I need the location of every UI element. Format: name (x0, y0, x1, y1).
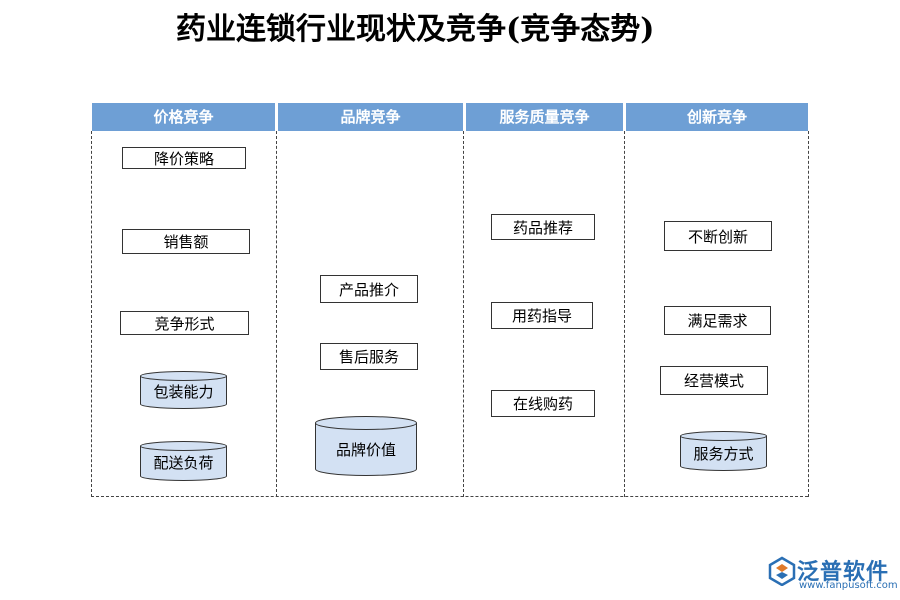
node-medication-guidance: 用药指导 (491, 302, 593, 329)
fanpu-logo-icon (768, 556, 796, 586)
cylinder-label: 包装能力 (153, 383, 214, 401)
cylinder-shape (680, 431, 767, 471)
node-after-sales-service: 售后服务 (320, 343, 418, 370)
column-header-service: 服务质量竞争 (466, 103, 623, 131)
bottom-divider (91, 496, 808, 497)
column-divider (624, 131, 625, 497)
node-price-cut-strategy: 降价策略 (122, 147, 246, 169)
node-competition-form: 竞争形式 (120, 311, 249, 335)
node-drug-recommendation: 药品推荐 (491, 214, 595, 240)
column-divider (91, 131, 92, 497)
cylinder-shape (315, 416, 417, 476)
column-header-brand: 品牌竞争 (278, 103, 463, 131)
page-title: 药业连锁行业现状及竞争(竞争态势) (176, 12, 655, 47)
column-header-price: 价格竞争 (92, 103, 275, 131)
cylinder-label: 品牌价值 (335, 441, 396, 459)
node-sales-volume: 销售额 (122, 229, 250, 254)
cylinder-service-method: 服务方式 (680, 431, 767, 471)
cylinder-label: 配送负荷 (153, 454, 214, 472)
cylinder-label: 服务方式 (693, 445, 754, 463)
column-divider (463, 131, 464, 497)
column-header-innovation: 创新竞争 (626, 103, 808, 131)
logo-url: www.fanpusoft.com (799, 580, 898, 591)
cylinder-shape (140, 441, 227, 481)
logo-name: 泛普软件 (797, 560, 890, 585)
node-meet-demand: 满足需求 (664, 306, 771, 335)
cylinder-delivery-load: 配送负荷 (140, 441, 227, 481)
node-online-purchase: 在线购药 (491, 390, 595, 417)
cylinder-brand-value: 品牌价值 (315, 416, 417, 476)
node-product-promotion: 产品推介 (320, 275, 418, 303)
cylinder-shape (140, 371, 227, 409)
cylinder-packaging-capacity: 包装能力 (140, 371, 227, 409)
brand-logo: 泛普软件 www.fanpusoft.com (765, 552, 898, 592)
node-business-model: 经营模式 (660, 366, 768, 395)
column-divider (808, 131, 809, 497)
column-divider (276, 131, 277, 497)
node-continuous-innovation: 不断创新 (664, 221, 772, 251)
